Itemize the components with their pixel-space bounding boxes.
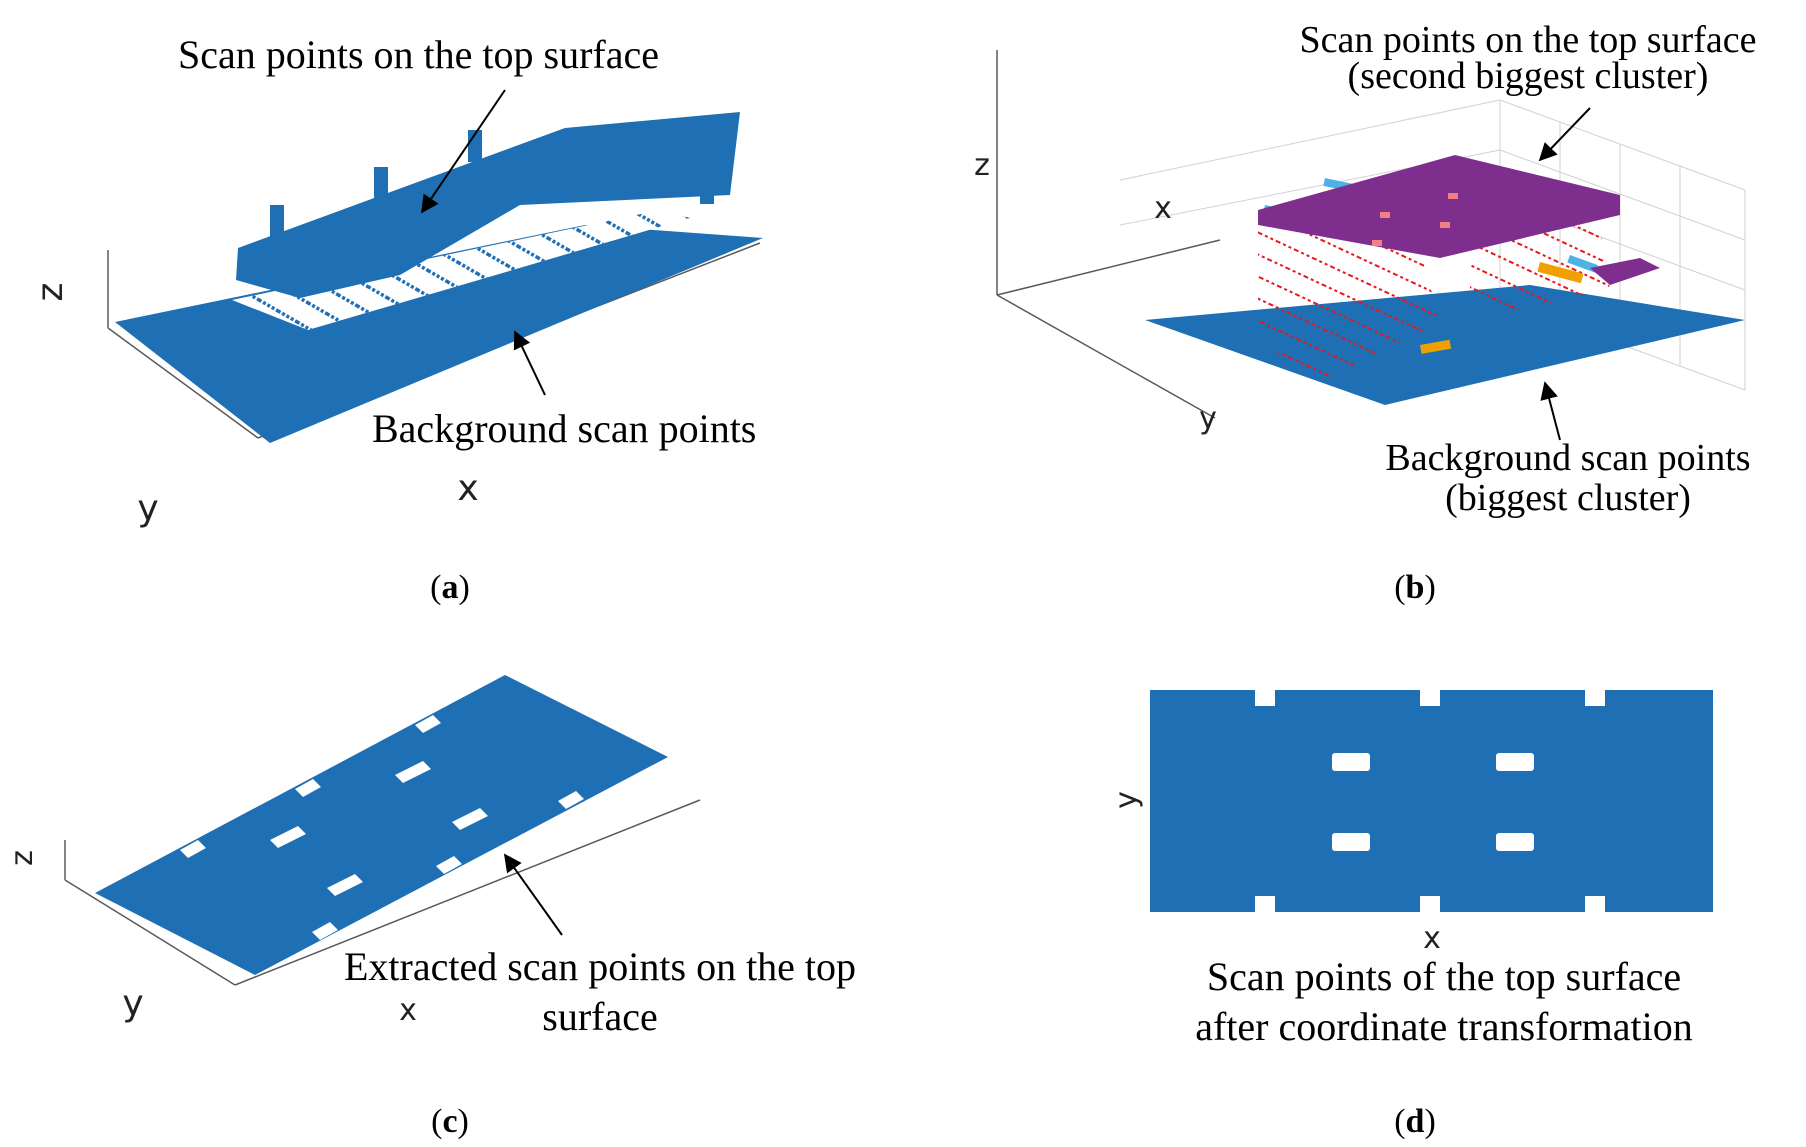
panel-b-top-surface-holes <box>1372 193 1458 246</box>
panel-d-axis-x-label: x <box>1423 921 1441 956</box>
panel-a-background-points <box>115 225 763 443</box>
panel-c-axis-x-label: x <box>399 993 417 1028</box>
panel-b-axis-y-label: y <box>1199 401 1217 436</box>
panel-d-caption: (d) <box>1394 1103 1436 1140</box>
panel-d-top-surface <box>1150 690 1713 912</box>
panel-a-axis-y-label: y <box>137 488 158 529</box>
panel-a-scan-stripes <box>232 210 690 330</box>
panel-a-posts <box>270 130 714 237</box>
panel-b-annotation-bottom-line1: Background scan points <box>1385 437 1750 479</box>
panel-b-caption: (b) <box>1394 569 1436 606</box>
panel-c-top-surface <box>95 675 668 975</box>
panel-b-top-surface <box>1258 155 1620 258</box>
panel-d-holes <box>1332 753 1534 851</box>
panel-a-top-surface <box>236 112 740 298</box>
panel-a-axis-x-label: x <box>457 468 478 509</box>
panel-c: Extracted scan points on the top surface… <box>5 675 856 1140</box>
panel-d-axis-y-label: y <box>1109 791 1144 809</box>
panel-c-annotation-line2: surface <box>542 994 657 1039</box>
panel-c-axis-z-label: z <box>5 850 40 866</box>
panel-a-annotation-bottom: Background scan points <box>372 406 756 451</box>
panel-d-annotation-line1: Scan points of the top surface <box>1207 954 1681 999</box>
panel-c-arrow <box>503 853 563 936</box>
panel-c-annotation-line1: Extracted scan points on the top <box>344 944 856 989</box>
panel-a-arrow-top <box>420 89 506 214</box>
panel-b-axes <box>996 50 1221 419</box>
panel-c-holes <box>270 761 488 896</box>
panel-b-top-surface-tab <box>1590 258 1660 285</box>
panel-b-arrow-bottom <box>1540 381 1561 441</box>
panel-c-axis-y-label: y <box>122 983 143 1024</box>
panel-d: y x Scan points of the top surface after… <box>1109 690 1713 1140</box>
panel-a: Scan points on the top surface Backgroun… <box>30 32 763 606</box>
panel-b-arrow-top <box>1538 107 1591 162</box>
panel-b-annotation-top-line2: (second biggest cluster) <box>1348 55 1709 97</box>
panel-a-annotation-top: Scan points on the top surface <box>178 32 659 77</box>
panel-b-axis-z-label: z <box>974 148 990 183</box>
panel-c-axes <box>64 799 701 986</box>
panel-a-caption: (a) <box>430 569 470 606</box>
panel-c-caption: (c) <box>431 1103 469 1140</box>
panel-d-notches <box>1255 690 1605 912</box>
panel-b-annotation-top-line1: Scan points on the top surface <box>1300 19 1757 61</box>
panel-b: Scan points on the top surface (second b… <box>974 19 1756 606</box>
panel-d-annotation-line2: after coordinate transformation <box>1195 1004 1693 1049</box>
panel-a-axis-z-label: z <box>30 283 71 302</box>
panel-c-notches <box>180 715 584 940</box>
panel-b-annotation-bottom-line2: (biggest cluster) <box>1445 477 1691 519</box>
panel-b-axis-x-label: x <box>1154 191 1172 226</box>
panel-b-outlier-points <box>1258 210 1440 388</box>
panel-a-arrow-bottom <box>513 330 546 396</box>
